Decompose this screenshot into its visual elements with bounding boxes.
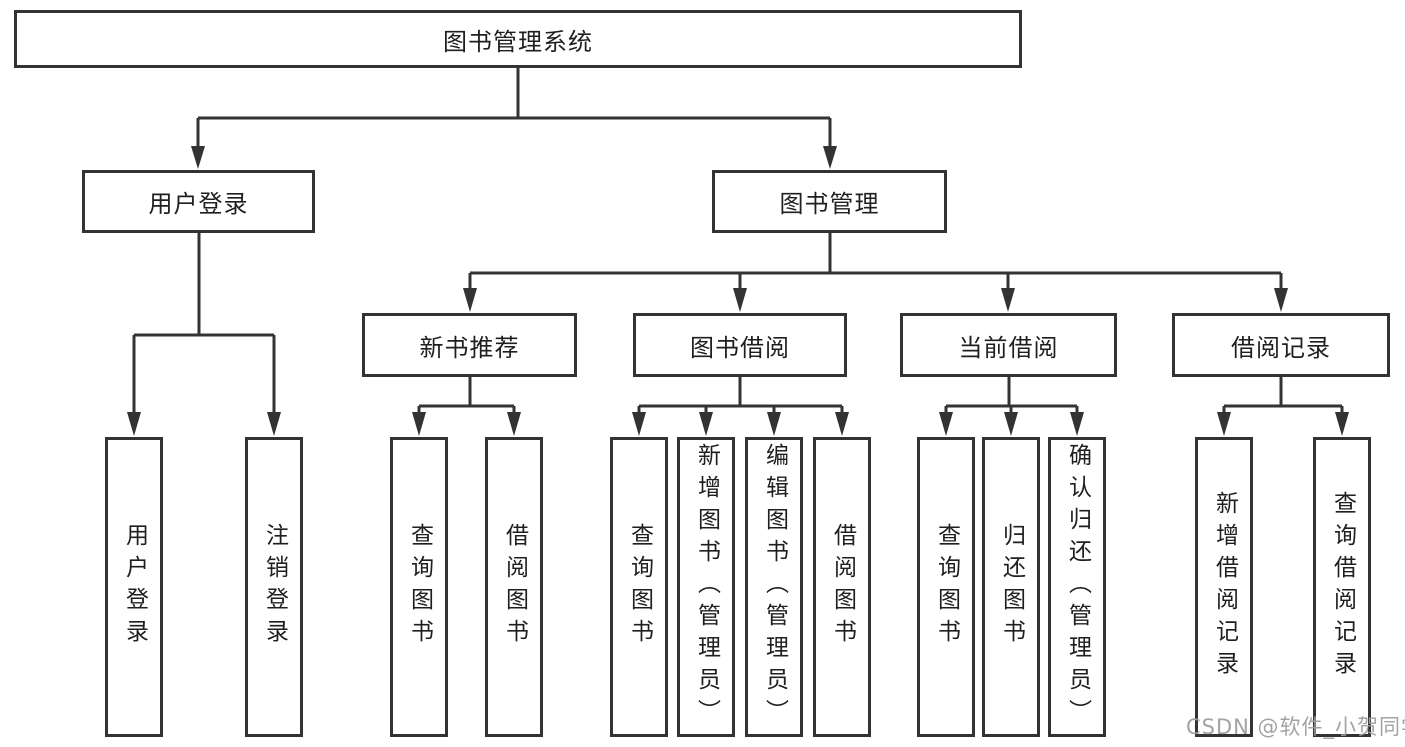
leaf-add-book-admin: 新增图书（管理员） [677,437,735,737]
node-library-management-system: 图书管理系统 [14,10,1022,68]
node-label: 注销登录 [261,523,288,651]
leaf-edit-book-admin: 编辑图书（管理员） [745,437,803,737]
watermark-text: CSDN @软件_小贺同学 [1186,715,1405,739]
csdn-watermark: CSDN @软件_小贺同学 [1186,711,1405,741]
arrowhead [1274,288,1288,312]
connector-current-borrowing-branch [944,377,1079,414]
leaf-query-books-current: 查询图书 [917,437,975,737]
leaf-logout: 注销登录 [245,437,303,737]
node-new-book-recommendation: 新书推荐 [362,313,577,377]
node-user-login: 用户登录 [82,170,315,233]
arrowhead [733,288,747,312]
node-label: 借阅图书 [829,523,856,651]
node-label: 新增图书（管理员） [693,443,720,731]
arrowhead [191,146,205,169]
node-borrowing-records: 借阅记录 [1172,313,1390,377]
node-label: 新增借阅记录 [1211,491,1238,683]
leaf-query-borrow-record: 查询借阅记录 [1313,437,1371,737]
node-label: 查询借阅记录 [1329,491,1356,683]
arrowhead [463,288,477,312]
arrowhead [1335,412,1349,436]
node-label: 编辑图书（管理员） [761,443,788,731]
connector-root-to-level2 [196,68,832,148]
arrowhead [835,412,849,436]
node-label: 用户登录 [148,190,249,218]
leaf-query-books-borrowing: 查询图书 [610,437,668,737]
node-label: 归还图书 [998,523,1025,651]
arrowhead [939,412,953,436]
leaf-borrow-books-borrowing: 借阅图书 [813,437,871,737]
node-current-borrowing: 当前借阅 [900,313,1117,377]
node-label: 借阅图书 [501,523,528,651]
connector-book-borrowing-branch [637,377,844,414]
node-label: 用户登录 [121,523,148,651]
arrowhead [1001,288,1015,312]
arrowhead [767,412,781,436]
arrowhead [267,412,281,436]
arrowhead [632,412,646,436]
node-label: 查询图书 [933,523,960,651]
arrowhead [699,412,713,436]
node-label: 查询图书 [626,523,653,651]
node-label: 图书管理 [779,190,880,218]
node-label: 图书借阅 [690,333,790,362]
arrowhead [1217,412,1231,436]
node-book-management: 图书管理 [712,170,947,233]
node-label: 借阅记录 [1231,333,1331,362]
connector-book-management-branch [468,233,1283,290]
arrowhead [1070,412,1084,436]
node-label: 图书管理系统 [443,27,593,56]
leaf-query-books-recommend: 查询图书 [390,437,448,737]
arrowhead [1004,412,1018,436]
node-label: 新书推荐 [419,333,520,362]
leaf-user-login: 用户登录 [105,437,163,737]
connector-borrowing-records-branch [1222,377,1344,414]
leaf-add-borrow-record: 新增借阅记录 [1195,437,1253,737]
node-label: 确认归还（管理员） [1064,443,1091,731]
leaf-confirm-return-admin: 确认归还（管理员） [1048,437,1106,737]
leaf-borrow-books-recommend: 借阅图书 [485,437,543,737]
arrowhead [507,412,521,436]
node-book-borrowing: 图书借阅 [633,313,847,377]
arrowhead [412,412,426,436]
connector-user-login-branch [132,233,276,414]
connector-new-book-branch [417,377,516,414]
leaf-return-books: 归还图书 [982,437,1040,737]
node-label: 当前借阅 [958,333,1059,362]
arrowhead [127,412,141,436]
arrowhead [823,146,837,169]
node-label: 查询图书 [406,523,433,651]
